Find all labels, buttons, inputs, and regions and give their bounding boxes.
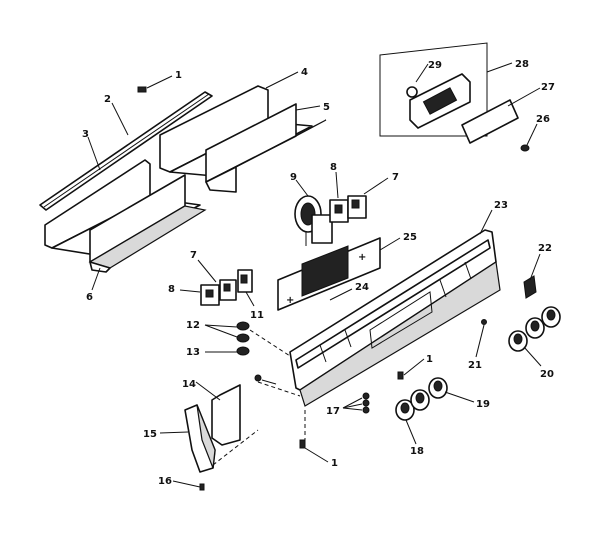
callout-15: 15	[143, 429, 157, 440]
callout-20: 20	[540, 369, 554, 380]
svg-text:+: +	[358, 252, 366, 263]
callout-1-bottom: 1	[331, 458, 338, 469]
part-9-coil-switch	[294, 195, 333, 246]
part-17-screws	[362, 392, 370, 414]
callout-29: 29	[428, 60, 442, 71]
callout-1-mid: 1	[426, 354, 433, 365]
callout-17: 17	[326, 406, 340, 417]
part-8-switch-upper	[329, 199, 349, 223]
part-14-bracket	[211, 384, 241, 446]
callout-28: 28	[515, 59, 529, 70]
callout-7-lower: 7	[190, 250, 197, 261]
callout-8-upper: 8	[330, 162, 337, 173]
part-1-screws	[137, 86, 404, 449]
callout-3: 3	[82, 129, 89, 140]
part-7-switch-lower	[219, 279, 237, 301]
part-23-control-panel	[289, 229, 501, 407]
part-28-clock-inset	[379, 42, 488, 137]
part-6-channel	[88, 174, 207, 273]
callout-18: 18	[410, 446, 424, 457]
callout-2: 2	[104, 94, 111, 105]
callout-11: 11	[250, 310, 264, 321]
part-7-switch-upper	[347, 195, 367, 219]
part-20-knobs	[508, 306, 561, 352]
callout-5: 5	[323, 102, 330, 113]
callout-19: 19	[476, 399, 490, 410]
part-11-switch	[237, 269, 253, 293]
callout-23: 23	[494, 200, 508, 211]
callout-6: 6	[86, 292, 93, 303]
part-21-clip	[481, 319, 487, 325]
part-26-screw	[520, 144, 530, 152]
callout-21: 21	[468, 360, 482, 371]
callout-25: 25	[403, 232, 417, 243]
callout-14: 14	[182, 379, 196, 390]
callout-1-top: 1	[175, 70, 182, 81]
part-2-trim-strip	[39, 91, 213, 211]
part-13-knob-cap	[236, 346, 250, 356]
callout-24: 24	[355, 282, 369, 293]
part-16-screw-lower	[199, 483, 205, 491]
part-15-end-cap	[184, 404, 216, 473]
callout-16: 16	[158, 476, 172, 487]
callout-13: 13	[186, 347, 200, 358]
callout-8-lower: 8	[168, 284, 175, 295]
callout-7-upper: 7	[392, 172, 399, 183]
part-27-lens	[461, 99, 519, 144]
callout-12: 12	[186, 320, 200, 331]
part-5-channel	[205, 103, 327, 193]
part-19-knobs	[410, 377, 448, 411]
part-8-switch-lower	[200, 284, 220, 306]
callout-9: 9	[290, 172, 297, 183]
callout-27: 27	[541, 82, 555, 93]
callout-26: 26	[536, 114, 550, 125]
part-25-bracket: + +	[277, 237, 381, 311]
callout-4: 4	[301, 67, 308, 78]
callout-22: 22	[538, 243, 552, 254]
part-12-knob-caps	[236, 321, 250, 343]
part-18-knob	[395, 399, 415, 421]
svg-text:+: +	[286, 295, 294, 306]
